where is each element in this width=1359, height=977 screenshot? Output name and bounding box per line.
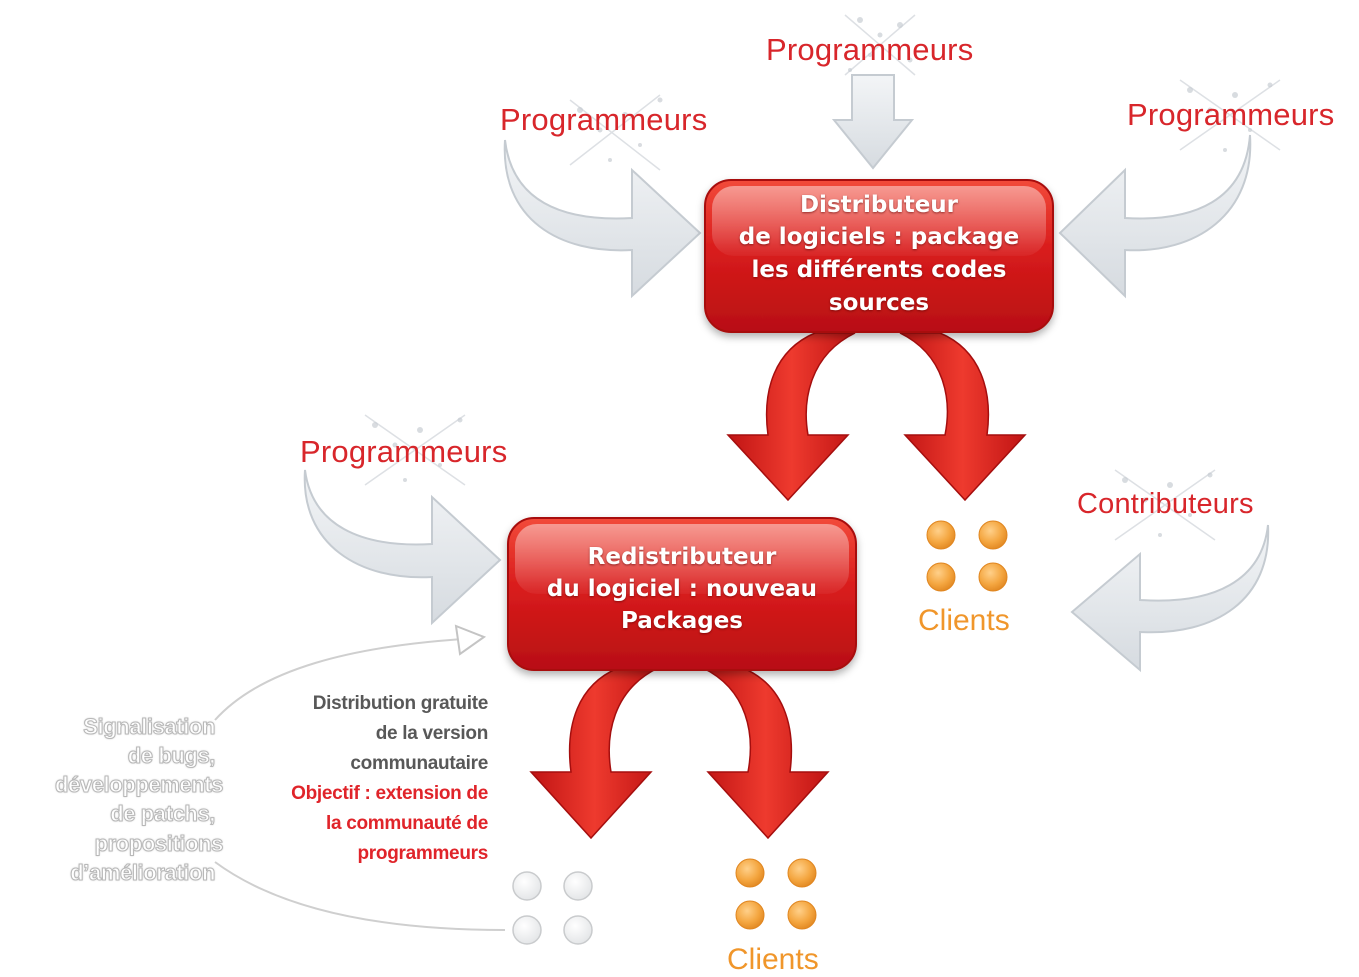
note-red-line-1: Objectif : extension de — [291, 783, 488, 804]
note-gray-line-2: de la version — [375, 723, 489, 744]
incoming-arrow-top — [831, 74, 915, 170]
programmers-label-top: Programmeurs — [766, 32, 974, 67]
bug-report-line-1: Signalisation — [83, 714, 216, 740]
bug-report-line-4: de patchs, — [110, 801, 216, 827]
bug-report-line-6: d’amélioration — [70, 860, 216, 886]
bug-report-line-2: de bugs, — [127, 743, 216, 769]
programmers-label-lower-left: Programmeurs — [300, 434, 508, 469]
clients-label-lower: Clients — [727, 943, 819, 976]
note-gray-line-1: Distribution gratuite — [312, 693, 489, 714]
distributor-line-3: les différents codes — [751, 257, 1007, 283]
distributor-box — [704, 179, 1054, 333]
clients-lower-icon — [735, 858, 817, 930]
redistributor-arrow-left — [529, 667, 659, 840]
redistributor-line-2: du logiciel : nouveau — [546, 576, 818, 602]
feedback-curve-lower — [214, 861, 506, 931]
note-red-line-2: la communauté de — [325, 813, 488, 834]
distributor-line-1: Distributeur — [799, 192, 959, 218]
contributors-arrow — [1070, 524, 1270, 673]
distributor-line-4: sources — [828, 290, 930, 316]
incoming-arrow-left — [503, 139, 702, 299]
feedback-arrowhead-icon — [454, 624, 487, 656]
feedback-curve-upper — [214, 637, 481, 721]
clients-label-upper: Clients — [918, 604, 1010, 637]
incoming-arrow-right — [1058, 134, 1252, 299]
bug-report-line-5: propositions — [94, 831, 224, 857]
note-red-line-3: programmeurs — [357, 843, 489, 864]
distributor-line-2: de logiciels : package — [738, 224, 1020, 250]
redistributor-line-3: Packages — [621, 608, 743, 634]
redistributor-line-1: Redistributeur — [587, 544, 777, 570]
programmers-label-right: Programmeurs — [1127, 97, 1335, 132]
incoming-arrow-lower-left — [303, 469, 502, 626]
contributors-label: Contributeurs — [1077, 488, 1254, 520]
note-gray-line-3: communautaire — [350, 753, 488, 774]
network-sparkle-icon — [372, 17, 1273, 537]
community-users-icon — [512, 871, 593, 945]
distributor-arrow-left — [726, 332, 856, 502]
distributor-arrow-right — [899, 332, 1027, 502]
redistributor-box — [507, 517, 857, 671]
network-sparkle-lines — [364, 14, 1281, 541]
redistributor-arrow-right — [702, 667, 830, 840]
bug-report-line-3: développements — [54, 772, 223, 798]
programmers-label-left: Programmeurs — [500, 102, 708, 137]
clients-upper-icon — [926, 520, 1008, 592]
